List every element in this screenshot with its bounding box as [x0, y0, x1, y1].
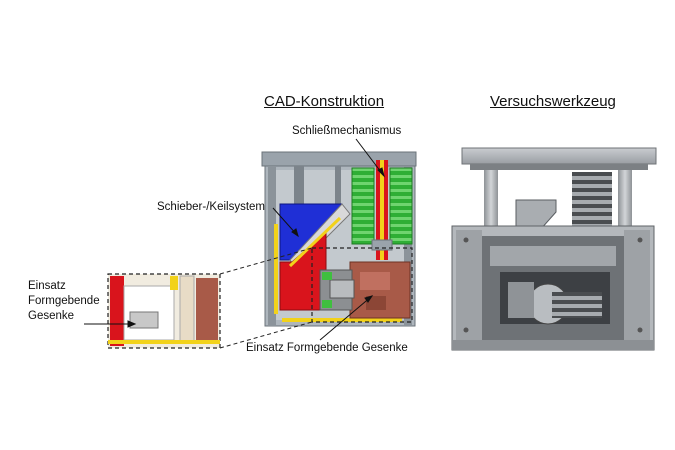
label-insert-bottom: Einsatz Formgebende Gesenke: [246, 342, 408, 354]
label-insert-left-2: Formgebende: [28, 295, 100, 307]
cad-drawing: [261, 151, 417, 327]
label-insert-left-3: Gesenke: [28, 310, 75, 322]
tool-top-plate: [461, 147, 657, 165]
label-slider-wedge: Schieber-/Keilsystem: [157, 201, 266, 213]
zoom-detail: [107, 247, 313, 349]
label-closing-mechanism: Schließmechanismus: [292, 125, 402, 137]
cad-heading: CAD-Konstruktion: [264, 93, 385, 110]
label-insert-left-1: Einsatz: [28, 280, 66, 292]
tool-heading: Versuchswerkzeug: [490, 93, 616, 110]
cad-spring-right: [389, 167, 413, 245]
cad-top-plate: [261, 151, 417, 167]
tool-photo: [451, 147, 657, 351]
leader-lines: [84, 138, 385, 341]
cad-detail-box: [311, 247, 413, 323]
cad-spring-left: [351, 167, 375, 245]
tool-spring: [572, 172, 612, 226]
